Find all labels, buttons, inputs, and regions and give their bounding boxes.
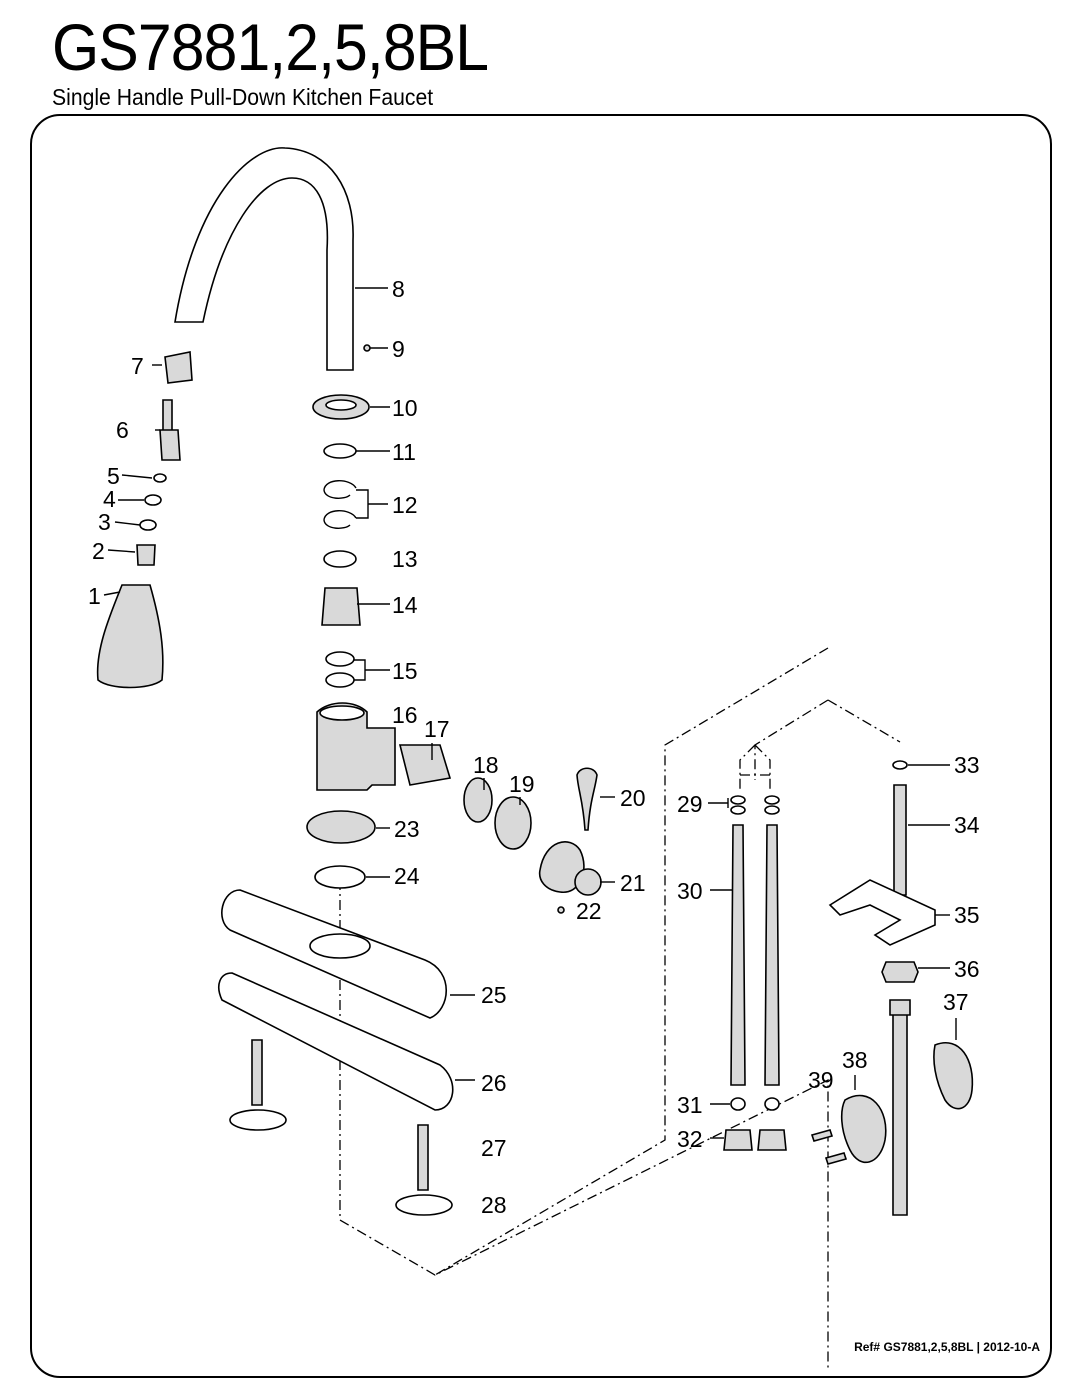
part-label-30: 30 [677,878,703,904]
coupling-nut-part-32b [757,1129,787,1151]
part-label-27: 27 [481,1135,507,1161]
adapter-part-14 [321,587,361,626]
part-label-13: 13 [392,546,418,572]
diagram-title: GS7881,2,5,8BL [52,10,489,84]
part-label-3: 3 [98,509,111,535]
screw-part-39a [810,1129,834,1142]
gasket-part-24 [314,865,366,889]
o-ring-part-4 [144,494,162,506]
hose-connector-part-6 [159,399,181,461]
washer-part-33 [892,760,908,770]
part-label-17: 17 [424,716,450,742]
part-label-22: 22 [576,898,602,924]
coupling-nut-part-32a [723,1129,753,1151]
part-label-37: 37 [943,989,969,1015]
part-label-36: 36 [954,956,980,982]
part-label-11: 11 [392,439,416,465]
washer-part-29b [764,795,780,805]
part-label-38: 38 [842,1047,868,1073]
set-screw-part-9 [363,344,371,352]
spray-head-part-1 [96,584,164,689]
diagram-subtitle: Single Handle Pull-Down Kitchen Faucet [52,84,434,110]
part-label-39: 39 [808,1067,834,1093]
hose-weight-part-38 [840,1094,887,1164]
part-label-19: 19 [509,771,535,797]
o-ring-part-11 [323,443,357,459]
base-ring-part-23 [306,810,376,844]
deck-gasket-part-26 [218,972,454,1111]
part-label-29: 29 [677,791,703,817]
part-label-21: 21 [620,870,646,896]
part-label-24: 24 [394,863,420,889]
cartridge-part-17 [398,744,452,786]
mounting-stud-part-27b [417,1124,429,1191]
part-label-32: 32 [677,1126,703,1152]
supply-hose-part-30b [764,824,780,1086]
o-ring-part-5 [153,473,167,483]
clip-part-12b [323,510,357,529]
part-label-20: 20 [620,785,646,811]
part-label-18: 18 [473,752,499,778]
part-label-7: 7 [131,353,144,379]
hose-weight-part-37 [933,1042,974,1110]
cap-part-19 [494,796,532,850]
set-screw-part-22 [557,906,565,914]
part-label-9: 9 [392,336,405,362]
part-label-34: 34 [954,812,980,838]
screw-part-39b [824,1152,848,1165]
spout-part-8 [174,147,354,371]
part-label-12: 12 [392,492,418,518]
part-label-14: 14 [392,592,418,618]
part-label-26: 26 [481,1070,507,1096]
part-label-4: 4 [103,486,116,512]
part-label-25: 25 [481,982,507,1008]
part-label-15: 15 [392,658,418,684]
reference-number: Ref# GS7881,2,5,8BL | 2012-10-A [854,1340,1040,1354]
part-label-33: 33 [954,752,980,778]
washer-part-29a [730,795,746,805]
part-label-10: 10 [392,395,418,421]
part-label-5: 5 [107,463,120,489]
clip-part-12a [323,480,357,499]
o-ring-part-13 [323,550,357,568]
mounting-bracket-part-28b [395,1194,453,1216]
mounting-stud-part-27a [251,1039,263,1106]
part-label-1: 1 [88,583,101,609]
mounting-bracket-part-35 [828,879,936,946]
handle-lever-part-20 [576,767,598,831]
hose-collar-part-7 [164,351,193,384]
threaded-rod-part-34 [893,784,907,896]
o-ring-part-3 [139,519,157,531]
aerator-part-2 [136,544,156,566]
hex-nut-part-36 [881,961,919,983]
mounting-bracket-part-28a [229,1109,287,1131]
ferrule-part-31a [730,1097,746,1111]
o-ring-part-15a [325,651,355,667]
part-label-31: 31 [677,1092,703,1118]
part-label-8: 8 [392,276,405,302]
diagram-frame [30,114,1052,1378]
ferrule-part-31b [764,1097,780,1111]
faucet-body-part-16 [316,702,396,791]
bonnet-nut-part-18 [463,777,493,823]
pull-down-hose [892,1009,908,1216]
part-label-2: 2 [92,538,105,564]
supply-hose-part-30a [730,824,746,1086]
part-label-35: 35 [954,902,980,928]
part-label-16: 16 [392,702,418,728]
part-label-23: 23 [394,816,420,842]
o-ring-part-15b [325,672,355,688]
part-label-6: 6 [116,417,129,443]
part-label-28: 28 [481,1192,507,1218]
